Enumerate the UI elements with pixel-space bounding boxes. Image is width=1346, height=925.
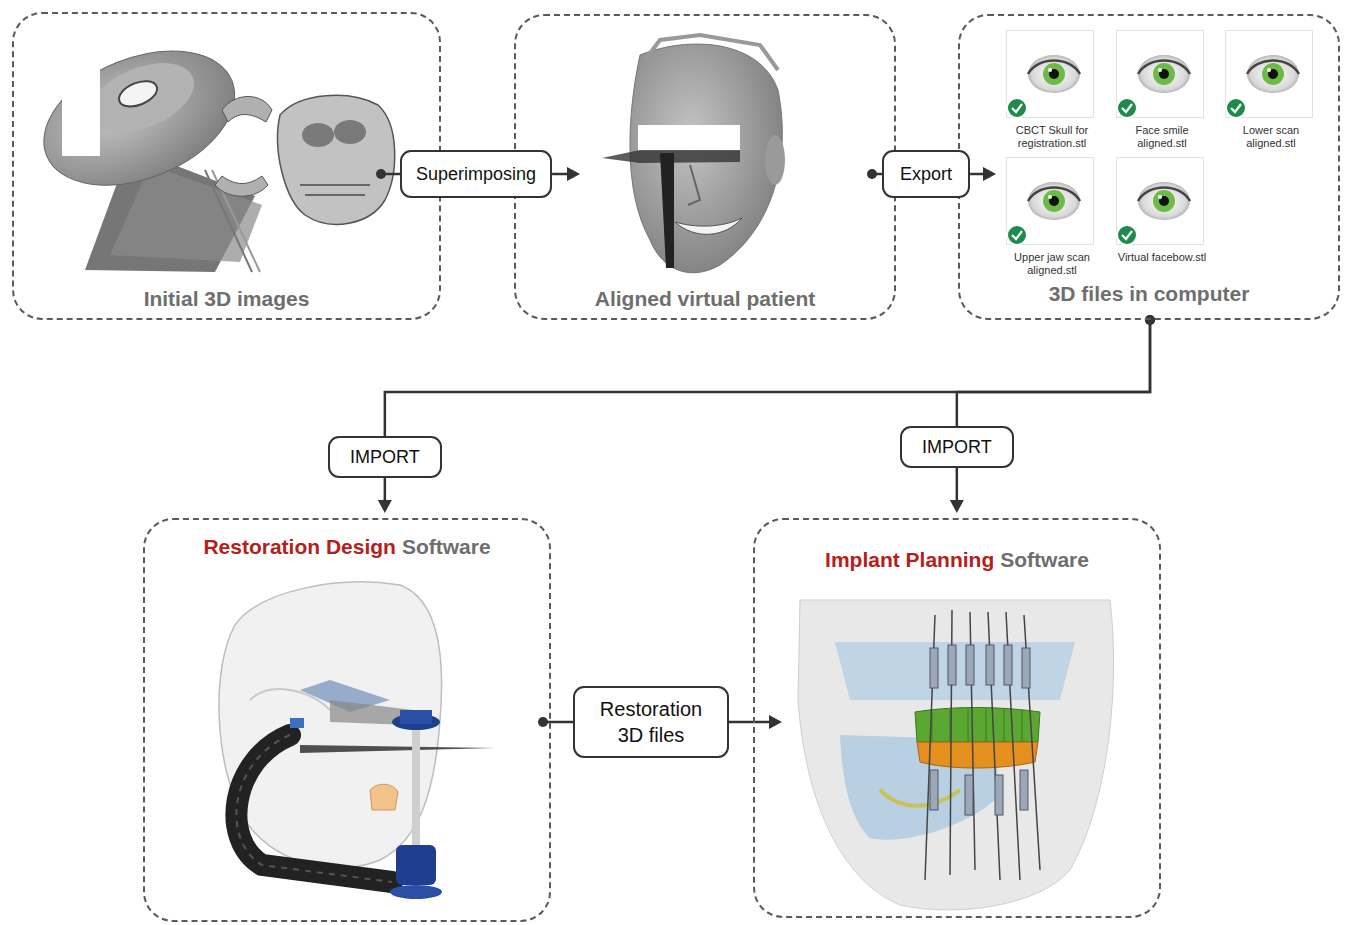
panel-heading-row: Restoration DesignSoftware [145,534,549,560]
file-tile: Virtual facebow.stl [1112,159,1212,284]
connector [385,315,1155,436]
panel-heading: Software [402,534,491,560]
step-box: Restoration 3D files [573,686,729,758]
import-box: IMPORT [328,436,442,478]
panel-heading-row: 3D files in computer [960,281,1338,307]
software-panel: Restoration DesignSoftware [143,518,551,922]
arrow-head [950,500,964,513]
file-tile: Face smile aligned.stl [1112,32,1212,157]
connector [378,478,392,513]
connector-line [385,320,1150,436]
connector-dot [1145,315,1155,325]
file-tile: Upper jaw scan aligned.stl [1002,159,1102,284]
box-label: Export [900,163,952,185]
connector-line [384,478,387,503]
connector [957,315,1155,426]
connector [538,717,573,727]
step-box: Export [882,150,970,198]
initial-images [24,25,395,272]
files-panel: 3D files in computer CBCT Skull for regis… [958,14,1340,320]
connector-dot [1145,315,1155,325]
connector-line [957,320,1150,426]
step-box: Superimposing [400,150,552,198]
panel-heading: Aligned virtual patient [595,286,816,312]
image-panel: Initial 3D images [12,12,441,320]
panel-heading-row: Implant PlanningSoftware [755,547,1159,573]
connector-dot [376,169,386,179]
connector [552,167,580,181]
panel-heading: 3D files in computer [1049,281,1250,307]
box-label: IMPORT [350,446,420,468]
connector [376,169,400,179]
panel-heading: Software [1000,547,1089,573]
file-name: CBCT Skull for registration.stl [1002,124,1102,150]
file-name: Upper jaw scan aligned.stl [1002,251,1102,277]
arrow-head [378,500,392,513]
connector-dot [538,717,548,727]
file-name: Face smile aligned.stl [1112,124,1212,150]
file-name: Virtual facebow.stl [1112,251,1212,264]
panel-heading: Implant Planning [825,547,994,573]
box-label: IMPORT [922,436,992,458]
connector [970,167,996,181]
box-label: Restoration 3D files [589,696,713,748]
panel-heading: Initial 3D images [144,286,310,312]
connector [867,169,882,179]
connector [729,715,782,729]
arrow-head [567,167,580,181]
file-tile: Lower scan aligned.stl [1221,32,1321,157]
arrow-head [983,167,996,181]
panel-heading-row: Aligned virtual patient [516,286,894,312]
import-box: IMPORT [900,426,1014,468]
panel-heading: Restoration Design [203,534,396,560]
connector-line [956,468,959,503]
implant-face [798,600,1114,910]
connector-line [729,721,772,724]
software-panel: Implant PlanningSoftware [753,518,1161,918]
file-name: Lower scan aligned.stl [1221,124,1321,150]
connector-dot [867,169,877,179]
panel-heading-row: Initial 3D images [14,286,439,312]
image-panel: Aligned virtual patient [514,14,896,320]
box-label: Superimposing [416,163,536,185]
arrow-head [769,715,782,729]
file-tile: CBCT Skull for registration.stl [1002,32,1102,157]
connector [950,468,964,513]
aligned-face [602,35,785,273]
facebow-head [219,582,495,899]
